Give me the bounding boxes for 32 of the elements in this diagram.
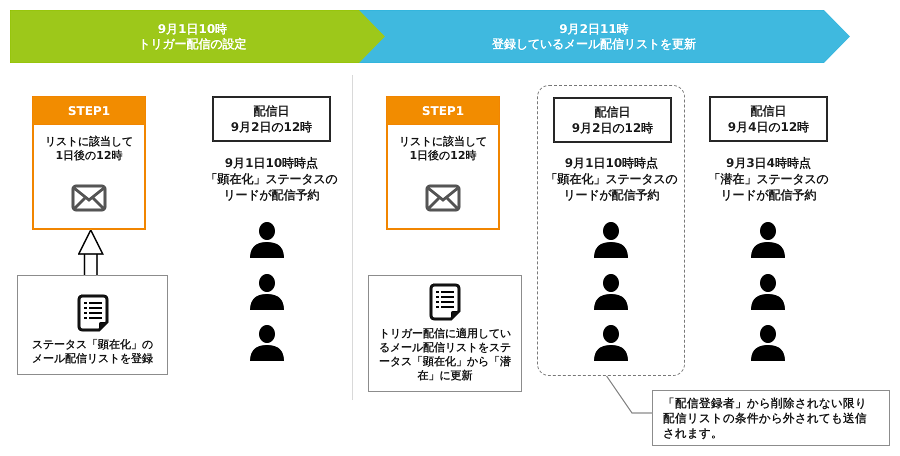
date-heading: 配信日 [594,104,632,120]
phase-banner [10,10,385,63]
date-text: 9月2日の12時 [230,119,314,135]
status-note: 「顕在化」ステータスのリードが配信予約 [204,171,338,203]
date-heading: 配信日 [750,103,788,119]
timeline-label: トリガー配信の設定 [138,36,246,52]
timeline-label: 9月2日11時 [559,22,629,36]
timeline-label: 9月1日10時 [158,22,228,36]
note-text: ステータス「顕在化」のメール配信リストを登録 [31,338,154,366]
delivery-date-box [553,97,672,143]
timestamp-text: 9月1日10時時点 [224,155,320,171]
date-heading: 配信日 [252,103,290,119]
list-note-box [368,275,522,392]
step-card [32,96,146,230]
delivery-date-box [212,96,331,142]
callout-box [652,390,890,446]
status-note: 「潜在」ステータスのリードが配信予約 [708,171,830,203]
delivery-date-box [709,96,828,142]
date-text: 9月4日の12時 [726,119,810,135]
step-card [386,96,500,230]
step-header: STEP1 [34,98,144,125]
note-text: トリガー配信に適用しているメール配信リストをステータス「顕在化」から「潜在」に更新 [378,327,512,383]
step-description: リストに該当して1日後の12時 [398,134,488,163]
timestamp-text: 9月3日4時時点 [724,155,812,171]
status-note: 「顕在化」ステータスのリードが配信予約 [544,171,678,203]
step-header: STEP1 [388,98,498,125]
step-description: リストに該当して1日後の12時 [44,134,134,163]
callout-text: 「配信登録者」から削除されない限り配信リストの条件から外されても送信されます。 [663,396,868,441]
list-note-box [17,275,168,375]
date-text: 9月2日の12時 [570,120,654,136]
timestamp-text: 9月1日10時時点 [564,155,660,171]
timeline-label: 登録しているメール配信リストを更新 [492,36,696,52]
